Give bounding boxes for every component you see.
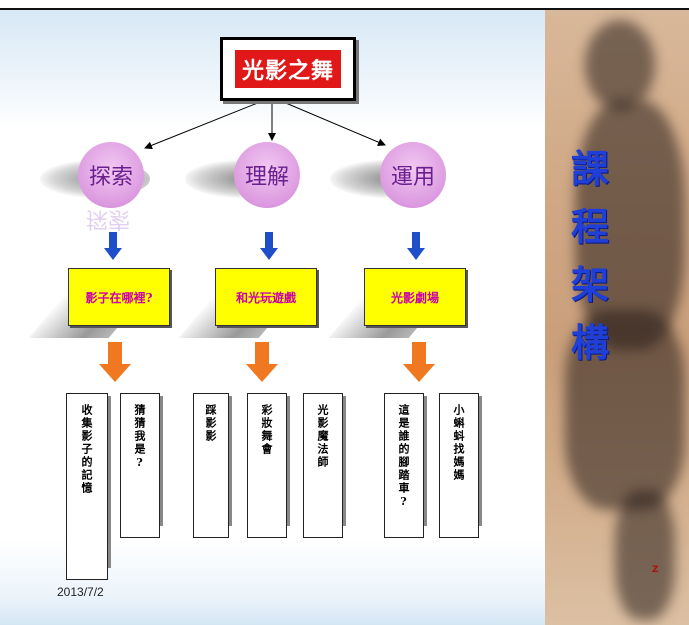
title: 光影之舞 bbox=[235, 50, 341, 88]
arrow-to-apply bbox=[273, 97, 386, 146]
card-guess-who: 猜猜我是? bbox=[120, 393, 160, 523]
circle-apply: 運用 bbox=[380, 142, 446, 208]
card-base bbox=[384, 521, 424, 538]
card-whose-bicycle: 這是誰的腳踏車? bbox=[384, 393, 424, 523]
blue-down-arrow-2 bbox=[260, 232, 278, 260]
connector-arrows bbox=[99, 97, 435, 382]
card-base bbox=[193, 521, 229, 538]
card-base bbox=[439, 521, 479, 538]
orange-down-arrow-3 bbox=[403, 342, 435, 382]
shadow-photo-panel bbox=[545, 10, 689, 625]
card-step-shadow: 踩影影 bbox=[193, 393, 229, 523]
card-base bbox=[66, 563, 108, 580]
photo-shadow-body bbox=[575, 100, 685, 350]
card-text: 光影魔法師 bbox=[316, 404, 329, 469]
card-text: 這是誰的腳踏車? bbox=[397, 404, 410, 510]
card-base bbox=[247, 521, 287, 538]
card-text: 踩影影 bbox=[204, 404, 217, 443]
card-light-magician: 光影魔法師 bbox=[303, 393, 343, 523]
card-text: 彩妝舞會 bbox=[260, 404, 273, 456]
top-rule bbox=[0, 8, 689, 10]
card-base bbox=[120, 521, 160, 538]
card-tadpole-mom: 小蝌蚪找媽媽 bbox=[439, 393, 479, 523]
orange-down-arrow-1 bbox=[99, 342, 131, 382]
circle-understand: 理解 bbox=[234, 142, 300, 208]
photo-shadow-legs bbox=[565, 310, 685, 510]
side-title: 課程架構 bbox=[570, 146, 609, 365]
card-base bbox=[303, 521, 343, 538]
title-box: 光影之舞 bbox=[220, 37, 356, 101]
blue-down-arrow-3 bbox=[407, 232, 425, 260]
note-where-shadow: 影子在哪裡? bbox=[68, 268, 170, 326]
orange-down-arrow-2 bbox=[246, 342, 278, 382]
reflection-explore: 探索 bbox=[86, 206, 131, 231]
card-makeup-party: 彩妝舞會 bbox=[247, 393, 287, 523]
note-play-light: 和光玩遊戲 bbox=[215, 268, 317, 326]
circle-explore: 探索 bbox=[78, 142, 144, 208]
card-text: 收集影子的記憶 bbox=[80, 404, 93, 495]
photo-shadow-feet bbox=[615, 490, 675, 620]
note-light-theater: 光影劇場 bbox=[364, 268, 466, 326]
card-collect-memories: 收集影子的記憶 bbox=[66, 393, 108, 565]
photo-shadow-head bbox=[585, 20, 655, 110]
slide-date: 2013/7/2 bbox=[57, 585, 104, 599]
corner-stamp: Z bbox=[652, 565, 659, 575]
blue-down-arrow-1 bbox=[104, 232, 122, 260]
card-text: 猜猜我是? bbox=[133, 404, 146, 471]
arrow-to-explore bbox=[144, 97, 271, 150]
card-text: 小蝌蚪找媽媽 bbox=[452, 404, 465, 482]
